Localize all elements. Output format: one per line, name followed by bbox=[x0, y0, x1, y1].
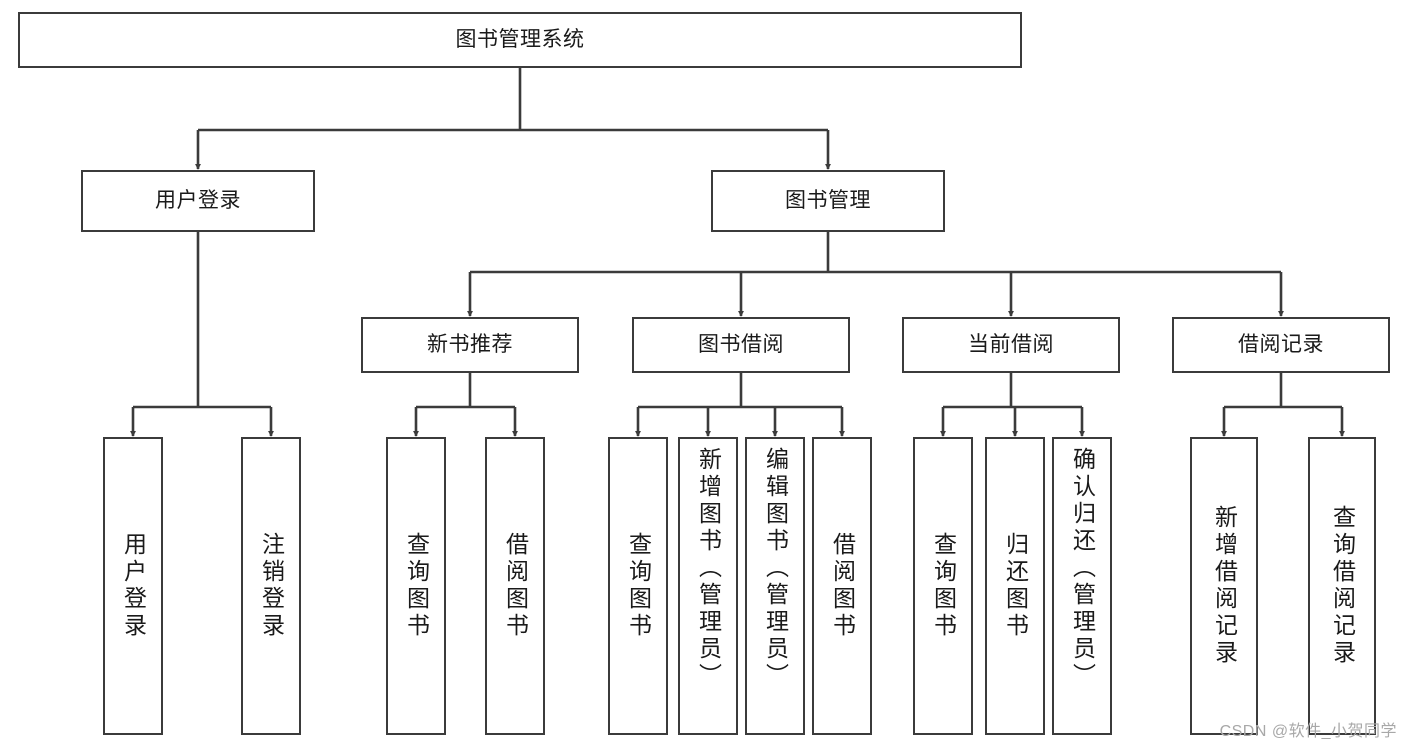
node-leaf-bb-add[interactable]: 新增图书（管理员） bbox=[678, 437, 738, 735]
node-leaf-rec-query[interactable]: 查询图书 bbox=[386, 437, 446, 735]
node-leaf-bb-borrow[interactable]: 借阅图书 bbox=[812, 437, 872, 735]
node-label: 图书借阅 bbox=[698, 333, 784, 357]
node-label: 归还图书 bbox=[1002, 532, 1029, 640]
node-label: 新增借阅记录 bbox=[1211, 505, 1238, 667]
node-leaf-cb-return[interactable]: 归还图书 bbox=[985, 437, 1045, 735]
node-label: 编辑图书（管理员） bbox=[762, 447, 789, 690]
node-label: 借阅图书 bbox=[502, 532, 529, 640]
node-leaf-cb-confirm[interactable]: 确认归还（管理员） bbox=[1052, 437, 1112, 735]
node-label: 用户登录 bbox=[155, 189, 241, 213]
node-leaf-user-logout[interactable]: 注销登录 bbox=[241, 437, 301, 735]
node-user-login[interactable]: 用户登录 bbox=[81, 170, 315, 232]
node-root[interactable]: 图书管理系统 bbox=[18, 12, 1022, 68]
node-label: 查询图书 bbox=[930, 532, 957, 640]
node-label: 用户登录 bbox=[120, 532, 147, 640]
node-label: 查询借阅记录 bbox=[1329, 505, 1356, 667]
node-leaf-user-login[interactable]: 用户登录 bbox=[103, 437, 163, 735]
node-label: 注销登录 bbox=[258, 532, 285, 640]
node-leaf-cb-query[interactable]: 查询图书 bbox=[913, 437, 973, 735]
node-leaf-bb-query[interactable]: 查询图书 bbox=[608, 437, 668, 735]
node-label: 确认归还（管理员） bbox=[1069, 447, 1096, 690]
node-label: 图书管理系统 bbox=[455, 28, 585, 52]
node-label: 当前借阅 bbox=[968, 333, 1054, 357]
node-label: 查询图书 bbox=[625, 532, 652, 640]
watermark-label: CSDN @软件_小贺同学 bbox=[1219, 723, 1397, 740]
node-leaf-rec-borrow[interactable]: 借阅图书 bbox=[485, 437, 545, 735]
node-label: 查询图书 bbox=[403, 532, 430, 640]
node-new-book-rec[interactable]: 新书推荐 bbox=[361, 317, 579, 373]
node-leaf-bb-edit[interactable]: 编辑图书（管理员） bbox=[745, 437, 805, 735]
node-current-borrow[interactable]: 当前借阅 bbox=[902, 317, 1120, 373]
node-leaf-br-add[interactable]: 新增借阅记录 bbox=[1190, 437, 1258, 735]
node-label: 图书管理 bbox=[785, 189, 871, 213]
node-book-manage[interactable]: 图书管理 bbox=[711, 170, 945, 232]
node-book-borrow[interactable]: 图书借阅 bbox=[632, 317, 850, 373]
node-label: 新增图书（管理员） bbox=[695, 447, 722, 690]
node-label: 新书推荐 bbox=[427, 333, 513, 357]
node-borrow-record[interactable]: 借阅记录 bbox=[1172, 317, 1390, 373]
node-leaf-br-query[interactable]: 查询借阅记录 bbox=[1308, 437, 1376, 735]
node-label: 借阅图书 bbox=[829, 532, 856, 640]
node-label: 借阅记录 bbox=[1238, 333, 1324, 357]
